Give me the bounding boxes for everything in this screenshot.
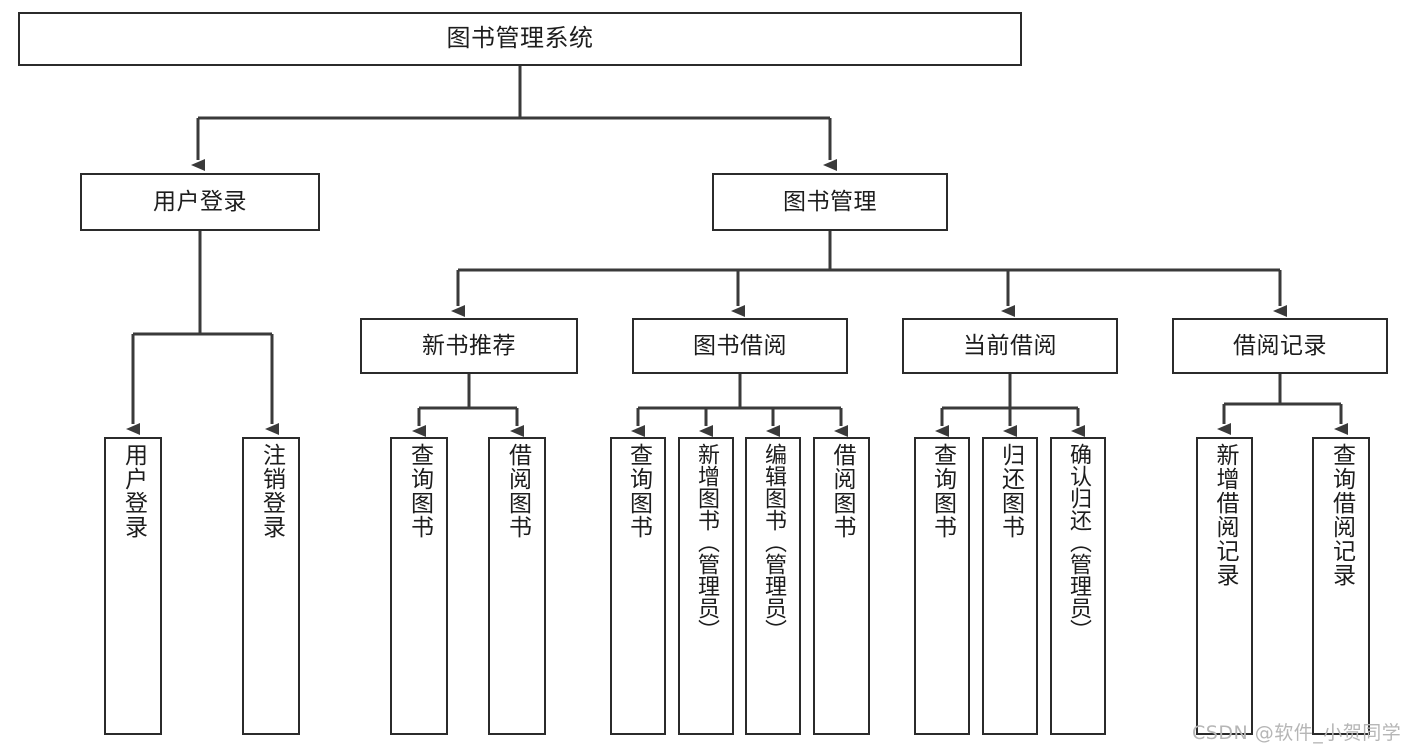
node-leaf-logout[interactable]: 注销登录 (242, 437, 300, 735)
node-book-borrow-label: 图书借阅 (693, 332, 787, 359)
node-leaf-edit-book-label: 编辑图书（管理员） (761, 443, 786, 641)
connector-group-book-borrow (631, 374, 848, 437)
node-leaf-return-book-label: 归还图书 (997, 443, 1024, 539)
connector-group-root (191, 66, 837, 171)
node-leaf-borrow-book-1-label: 借阅图书 (504, 443, 531, 539)
node-borrow-record-label: 借阅记录 (1233, 332, 1327, 359)
node-leaf-confirm-return[interactable]: 确认归还（管理员） (1050, 437, 1106, 735)
node-user-login[interactable]: 用户登录 (80, 173, 320, 231)
connector-group-new-book-recommend (412, 374, 524, 437)
node-leaf-add-book-label: 新增图书（管理员） (694, 443, 719, 641)
node-leaf-add-record-label: 新增借阅记录 (1212, 443, 1238, 587)
node-leaf-borrow-book-1[interactable]: 借阅图书 (488, 437, 546, 735)
node-leaf-query-record-label: 查询借阅记录 (1328, 443, 1355, 587)
node-leaf-query-book-3[interactable]: 查询图书 (914, 437, 970, 735)
node-root[interactable]: 图书管理系统 (18, 12, 1022, 66)
node-leaf-edit-book[interactable]: 编辑图书（管理员） (745, 437, 801, 735)
node-leaf-user-login-label: 用户登录 (120, 443, 147, 539)
node-leaf-add-record[interactable]: 新增借阅记录 (1196, 437, 1253, 735)
node-leaf-query-book-2[interactable]: 查询图书 (610, 437, 666, 735)
node-book-borrow[interactable]: 图书借阅 (632, 318, 848, 374)
node-borrow-record[interactable]: 借阅记录 (1172, 318, 1388, 374)
node-leaf-logout-label: 注销登录 (258, 443, 285, 539)
node-leaf-user-login[interactable]: 用户登录 (104, 437, 162, 735)
node-book-manage-label: 图书管理 (783, 188, 877, 215)
connector-group-current-borrow (935, 374, 1085, 437)
node-leaf-borrow-book-2[interactable]: 借阅图书 (813, 437, 870, 735)
node-current-borrow-label: 当前借阅 (963, 332, 1057, 359)
connector-group-user-login (126, 231, 279, 435)
node-leaf-query-book-3-label: 查询图书 (929, 443, 956, 539)
node-leaf-query-book-2-label: 查询图书 (625, 443, 652, 539)
node-user-login-label: 用户登录 (153, 188, 247, 215)
node-leaf-query-record[interactable]: 查询借阅记录 (1312, 437, 1370, 735)
node-root-label: 图书管理系统 (446, 24, 594, 53)
csdn-watermark: CSDN @软件_小贺同学 (1192, 722, 1402, 744)
node-new-book-recommend[interactable]: 新书推荐 (360, 318, 578, 374)
connector-group-book-manage (451, 231, 1287, 317)
node-current-borrow[interactable]: 当前借阅 (902, 318, 1118, 374)
connector-group-borrow-record (1217, 374, 1348, 435)
node-leaf-add-book[interactable]: 新增图书（管理员） (678, 437, 734, 735)
node-new-book-recommend-label: 新书推荐 (422, 332, 516, 359)
node-leaf-query-book-1[interactable]: 查询图书 (390, 437, 448, 735)
node-leaf-return-book[interactable]: 归还图书 (982, 437, 1038, 735)
node-leaf-confirm-return-label: 确认归还（管理员） (1066, 443, 1091, 641)
node-leaf-query-book-1-label: 查询图书 (406, 443, 433, 539)
node-book-manage[interactable]: 图书管理 (712, 173, 948, 231)
node-leaf-borrow-book-2-label: 借阅图书 (829, 443, 855, 539)
